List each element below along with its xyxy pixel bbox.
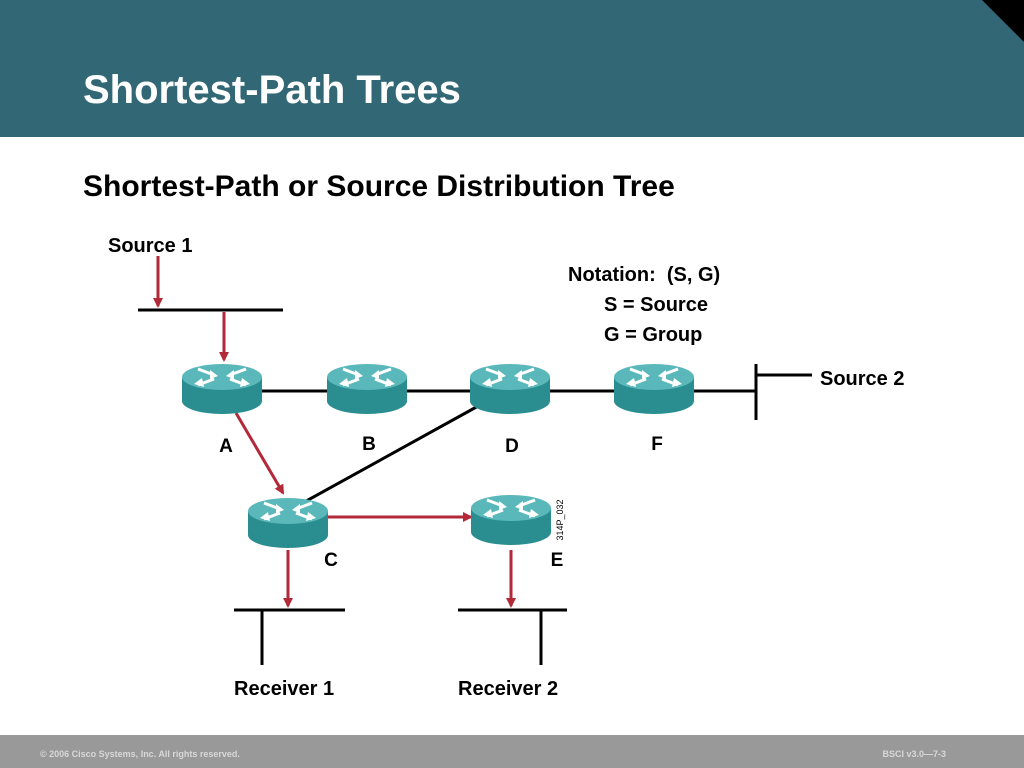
arrow-a-to-c — [234, 412, 285, 495]
router-b-icon — [325, 362, 409, 416]
router-c-icon — [246, 496, 330, 550]
router-d-label: D — [505, 436, 519, 457]
router-e-icon — [469, 493, 553, 547]
corner-decoration — [982, 0, 1024, 42]
router-a-icon — [180, 362, 264, 416]
figure-id: 314P_032 — [555, 499, 565, 540]
router-d-icon — [468, 362, 552, 416]
notation-line1: Notation: (S, G) — [568, 264, 720, 286]
link-c-d — [289, 403, 481, 512]
source1-label: Source 1 — [108, 235, 192, 257]
router-a-label: A — [219, 436, 233, 457]
notation-line2: S = Source — [604, 294, 708, 316]
router-b-label: B — [362, 434, 376, 455]
receiver1-label: Receiver 1 — [234, 678, 334, 700]
footer-slide-number: BSCI v3.0—7-3 — [882, 749, 946, 759]
receiver2-label: Receiver 2 — [458, 678, 558, 700]
title-bar — [0, 0, 1024, 137]
router-f-label: F — [651, 434, 663, 455]
router-e-label: E — [551, 550, 564, 571]
router-c-label: C — [324, 550, 338, 571]
slide-subtitle: Shortest-Path or Source Distribution Tre… — [83, 170, 675, 203]
notation-line3: G = Group — [604, 324, 702, 346]
router-f-icon — [612, 362, 696, 416]
source2-label: Source 2 — [820, 368, 904, 390]
footer-copyright: © 2006 Cisco Systems, Inc. All rights re… — [40, 749, 240, 759]
slide-title: Shortest-Path Trees — [83, 68, 461, 112]
footer-bar — [0, 735, 1024, 768]
